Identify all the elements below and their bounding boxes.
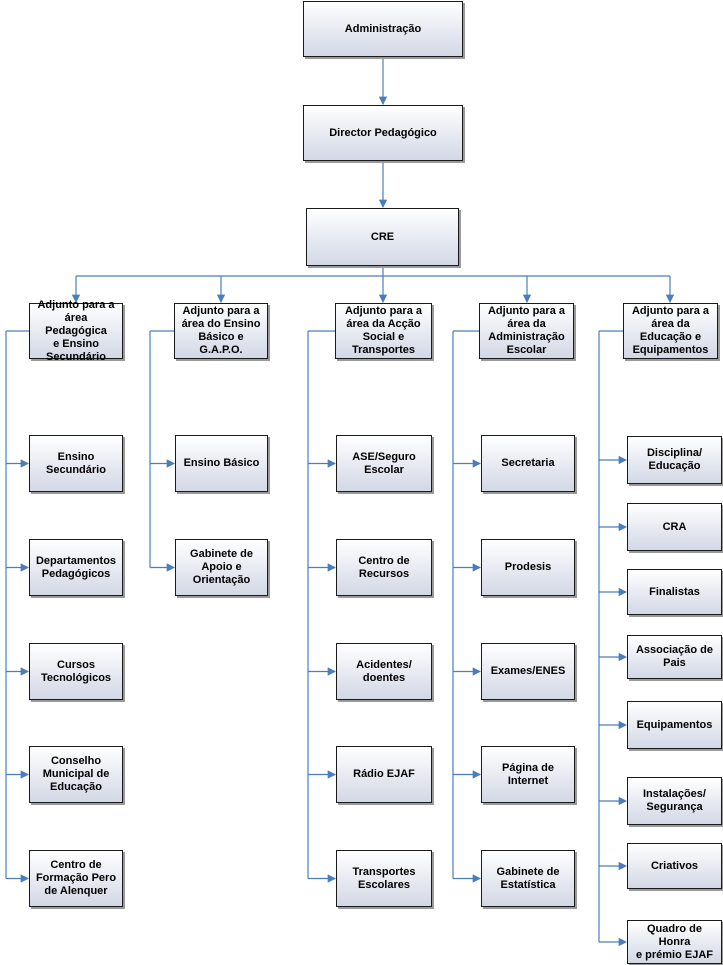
- box-label: Administração: [344, 22, 422, 35]
- box-adjunto-accao-social: Adjunto para a área da Acção Social e Tr…: [335, 303, 432, 359]
- box-label: CRA: [662, 520, 687, 533]
- box-transportes-escolares: Transportes Escolares: [336, 850, 432, 907]
- box-adjunto-ensino-basico: Adjunto para a área do Ensino Básico e G…: [174, 303, 268, 359]
- box-pagina-internet: Página de Internet: [481, 746, 575, 803]
- box-label: Centro de Formação Pero de Alenquer: [35, 859, 117, 897]
- box-label: Secretaria: [501, 457, 555, 469]
- box-acidentes-doentes: Acidentes/ doentes: [336, 643, 432, 700]
- box-quadro-honra: Quadro de Honra e prémio EJAF: [627, 920, 722, 964]
- box-label: ASE/Seguro Escolar: [352, 450, 416, 476]
- box-label: Adjunto para a área Pedagógica e Ensino …: [37, 298, 115, 363]
- box-cre: CRE: [306, 208, 459, 266]
- box-prodesis: Prodesis: [481, 539, 575, 596]
- box-cra: CRA: [627, 503, 722, 551]
- box-label: Prodesis: [504, 561, 552, 573]
- box-finalistas: Finalistas: [627, 569, 722, 615]
- box-label: Equipamentos: [636, 718, 713, 731]
- box-label: Ensino Secundário: [46, 450, 106, 476]
- box-label: Adjunto para a área da Educação e Equipa…: [631, 305, 709, 356]
- box-label: Cursos Tecnológicos: [40, 658, 112, 684]
- box-secretaria: Secretaria: [481, 435, 575, 492]
- box-label: Quadro de Honra e prémio EJAF: [635, 922, 714, 961]
- box-ensino-basico: Ensino Básico: [175, 435, 268, 492]
- box-associacao-pais: Associação de Pais: [627, 635, 722, 679]
- box-radio-ejaf: Rádio EJAF: [336, 746, 432, 803]
- box-ase-seguro-escolar: ASE/Seguro Escolar: [336, 435, 432, 492]
- box-label: Instalações/ Segurança: [643, 788, 706, 813]
- box-label: Disciplina/ Educação: [646, 447, 703, 472]
- box-label: Adjunto para a área da Acção Social e Tr…: [344, 305, 422, 356]
- box-label: Gabinete de Apoio e Orientação: [190, 548, 253, 586]
- box-label: Associação de Pais: [635, 644, 714, 669]
- box-adjunto-pedagogica: Adjunto para a área Pedagógica e Ensino …: [29, 299, 123, 363]
- box-label: Ensino Básico: [183, 457, 260, 469]
- box-departamentos-pedagogicos: Departamentos Pedagógicos: [29, 539, 123, 596]
- box-disciplina-educacao: Disciplina/ Educação: [627, 436, 722, 484]
- box-label: Adjunto para a área do Ensino Básico e G…: [181, 305, 261, 356]
- box-label: Centro de Recursos: [358, 554, 410, 580]
- box-label: Adjunto para a área da Administração Esc…: [487, 305, 565, 356]
- box-instalacoes-seguranca: Instalações/ Segurança: [627, 777, 722, 825]
- box-gabinete-apoio: Gabinete de Apoio e Orientação: [175, 539, 268, 596]
- box-gabinete-estatistica: Gabinete de Estatística: [481, 850, 575, 907]
- box-label: Página de Internet: [502, 761, 554, 787]
- box-label: Gabinete de Estatística: [496, 865, 560, 891]
- box-label: Conselho Municipal de Educação: [42, 755, 110, 793]
- box-conselho-municipal: Conselho Municipal de Educação: [29, 746, 123, 803]
- box-label: Criativos: [650, 859, 699, 872]
- box-label: Finalistas: [649, 585, 700, 598]
- box-criativos: Criativos: [627, 843, 722, 889]
- box-administracao: Administração: [303, 1, 463, 57]
- box-centro-recursos: Centro de Recursos: [336, 539, 432, 596]
- box-label: CRE: [370, 230, 395, 243]
- box-adjunto-educacao-equipamentos: Adjunto para a área da Educação e Equipa…: [623, 303, 718, 359]
- box-label: Acidentes/ doentes: [356, 658, 412, 684]
- box-centro-formacao: Centro de Formação Pero de Alenquer: [29, 850, 123, 907]
- box-label: Rádio EJAF: [353, 768, 415, 780]
- box-label: Departamentos Pedagógicos: [35, 554, 117, 580]
- box-cursos-tecnologicos: Cursos Tecnológicos: [29, 643, 123, 700]
- box-label: Transportes Escolares: [352, 865, 416, 891]
- box-ensino-secundario: Ensino Secundário: [29, 435, 123, 492]
- box-equipamentos: Equipamentos: [627, 701, 722, 749]
- box-director-pedagogico: Director Pedagógico: [303, 105, 463, 161]
- box-exames-enes: Exames/ENES: [481, 643, 575, 700]
- box-label: Director Pedagógico: [329, 126, 437, 139]
- box-adjunto-administracao-escolar: Adjunto para a área da Administração Esc…: [479, 303, 574, 359]
- box-label: Exames/ENES: [490, 665, 566, 677]
